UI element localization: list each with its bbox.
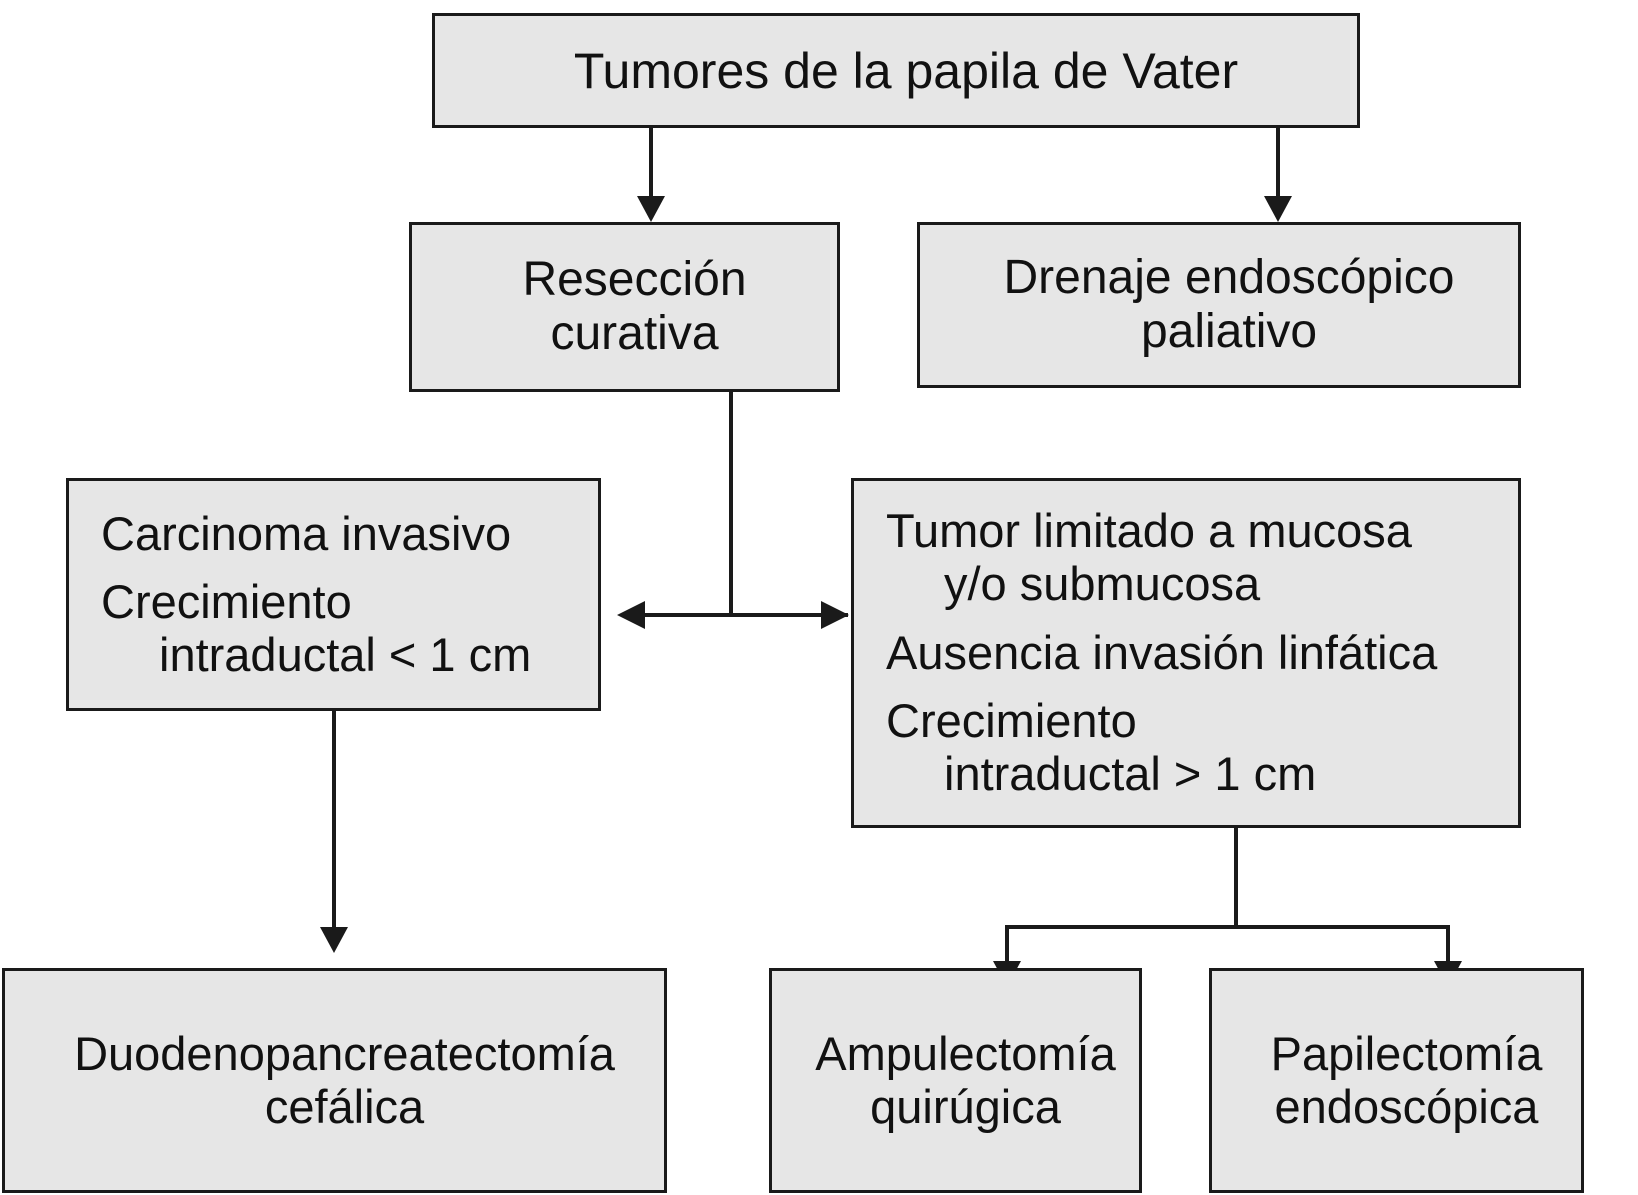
node-tumor-line-5: intraductal > 1 cm	[944, 746, 1317, 800]
node-papilectomia-line-2: endoscópica	[1274, 1079, 1539, 1133]
node-papilectomia-line-1: Papilectomía	[1270, 1026, 1543, 1080]
node-tumor-line-1: Tumor limitado a mucosa	[886, 504, 1412, 558]
node-tumor-limitado-mucosa[interactable]: Tumor limitado a mucosa y/o submucosa Au…	[851, 478, 1521, 828]
node-tumor-line-4: Crecimiento	[886, 694, 1137, 748]
node-drenaje-line-2: paliativo	[1140, 305, 1318, 358]
connector-mucosal-stem	[1234, 828, 1238, 927]
node-duodenopancreatectomia-cefalica[interactable]: Duodenopancreatectomía cefálica	[2, 968, 667, 1193]
connector-mucosal-split-bar	[1005, 925, 1450, 929]
connector-resection-stem	[729, 392, 733, 617]
node-carcinoma-invasivo[interactable]: Carcinoma invasivo Crecimiento intraduct…	[66, 478, 601, 711]
node-ampulectomia-quirurgica[interactable]: Ampulectomía quirúgica	[769, 968, 1142, 1193]
arrowhead-invasive-to-whipple	[320, 927, 348, 953]
arrowhead-to-invasive	[617, 601, 645, 629]
node-whipple-line-2: cefálica	[264, 1079, 425, 1133]
node-ampulectomia-line-1: Ampulectomía	[815, 1026, 1116, 1080]
arrowhead-root-to-resection	[637, 196, 665, 222]
node-carcinoma-line-3: intraductal < 1 cm	[159, 627, 532, 681]
node-root-line-1: Tumores de la papila de Vater	[573, 42, 1239, 99]
connector-mucosal-to-papillectomy	[1446, 925, 1450, 963]
node-whipple-line-1: Duodenopancreatectomía	[74, 1026, 615, 1080]
connector-root-to-resection	[649, 128, 653, 198]
node-tumor-line-2: y/o submucosa	[944, 557, 1261, 611]
connector-invasive-to-whipple	[332, 711, 336, 929]
node-drenaje-line-1: Drenaje endoscópico	[1003, 251, 1455, 305]
arrowhead-root-to-palliative	[1264, 196, 1292, 222]
connector-resection-split-bar	[632, 613, 848, 617]
node-carcinoma-line-2: Crecimiento	[101, 575, 352, 629]
node-drenaje-endoscopico-paliativo[interactable]: Drenaje endoscópico paliativo	[917, 222, 1521, 388]
connector-root-to-palliative	[1276, 128, 1280, 198]
node-reseccion-line-2: curativa	[550, 307, 719, 360]
node-ampulectomia-line-2: quirúgica	[870, 1079, 1061, 1133]
arrowhead-to-mucosal	[821, 601, 849, 629]
node-reseccion-line-1: Resección	[522, 253, 747, 307]
connector-mucosal-to-ampullectomy	[1005, 925, 1009, 963]
node-carcinoma-line-1: Carcinoma invasivo	[101, 506, 512, 560]
node-reseccion-curativa[interactable]: Resección curativa	[409, 222, 840, 392]
node-root-tumores-papila-vater[interactable]: Tumores de la papila de Vater	[432, 13, 1360, 128]
node-papilectomia-endoscopica[interactable]: Papilectomía endoscópica	[1209, 968, 1584, 1193]
node-tumor-line-3: Ausencia invasión linfática	[886, 625, 1438, 679]
